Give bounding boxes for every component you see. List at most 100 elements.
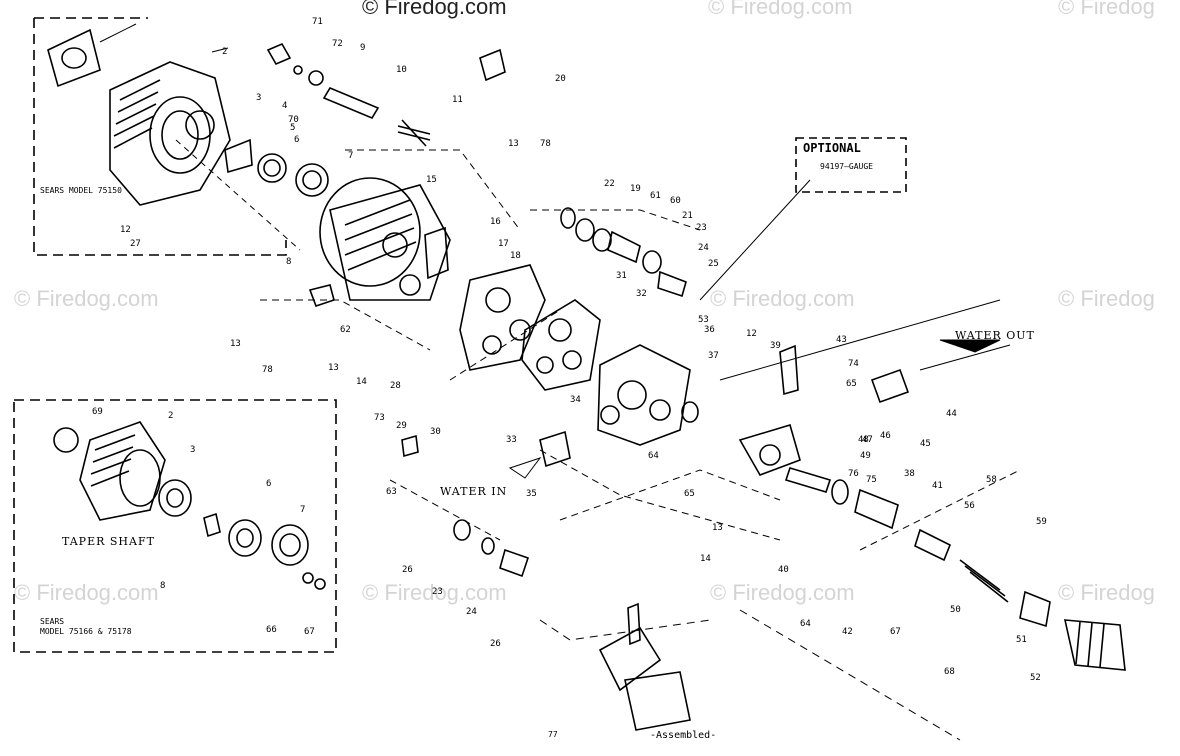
part-number-label: 65 bbox=[684, 489, 695, 499]
sears-model-bottom-label-1: SEARS bbox=[40, 617, 65, 626]
part-number-label: 46 bbox=[880, 431, 891, 441]
watermark: © Firedog.com bbox=[362, 0, 507, 19]
part-number-label: 78 bbox=[540, 139, 551, 149]
part-number-label: 12 bbox=[746, 329, 757, 339]
part-number-label: 37 bbox=[708, 351, 719, 361]
part-number-label: 67 bbox=[304, 627, 315, 637]
part-number-label: 43 bbox=[836, 335, 847, 345]
leader-lines bbox=[99, 23, 1021, 741]
pump-body bbox=[539, 344, 801, 476]
part-number-label: 28 bbox=[390, 381, 401, 391]
part-number-label: 29 bbox=[396, 421, 407, 431]
part-number-label: 63 bbox=[386, 487, 397, 497]
water-out-label: WATER OUT bbox=[955, 329, 1035, 342]
part-number-label: 13 bbox=[328, 363, 339, 373]
sears-model-top-label: SEARS MODEL 75150 bbox=[40, 186, 122, 195]
part-number-label: 7 bbox=[300, 505, 306, 515]
part-number-label: 64 bbox=[648, 451, 659, 461]
part-number-label: 17 bbox=[498, 239, 509, 249]
valve-stack bbox=[560, 207, 687, 298]
optional-gauge-box bbox=[795, 137, 907, 193]
part-number-label: 22 bbox=[604, 179, 615, 189]
part-number-label: 38 bbox=[904, 469, 915, 479]
part-number-label: 67 bbox=[890, 627, 901, 637]
part-number-label: 58 bbox=[986, 475, 997, 485]
part-number-label: 8 bbox=[160, 581, 166, 591]
part-number-label: 32 bbox=[636, 289, 647, 299]
watermark: © Firedog.com bbox=[362, 580, 507, 605]
part-number-label: 40 bbox=[778, 565, 789, 575]
part-number-label: 20 bbox=[555, 74, 566, 84]
part-number-label: 50 bbox=[950, 605, 961, 615]
part-number-label: 14 bbox=[700, 554, 711, 564]
part-number-label: 47 bbox=[862, 435, 873, 445]
part-number-label: 73 bbox=[374, 413, 385, 423]
model-75150-box bbox=[33, 17, 287, 256]
assembled-label: -Assembled- bbox=[650, 730, 717, 741]
sears-model-bottom-label-2: MODEL 75166 & 75178 bbox=[40, 627, 132, 636]
part-number-label: 33 bbox=[506, 435, 517, 445]
part-number-label: 3 bbox=[190, 445, 196, 455]
part-number-label: 2 bbox=[222, 47, 228, 57]
part-number-label: 24 bbox=[466, 607, 477, 617]
taper-shaft-label: TAPER SHAFT bbox=[62, 535, 155, 548]
water-in-label: WATER IN bbox=[440, 485, 508, 498]
part-number-label: 21 bbox=[682, 211, 693, 221]
part-number-label: 39 bbox=[770, 341, 781, 351]
part-number-label: 52 bbox=[1030, 673, 1041, 683]
part-number-label: 8 bbox=[286, 257, 292, 267]
part-number-label: 78 bbox=[262, 365, 273, 375]
part-number-label: 23 bbox=[432, 587, 443, 597]
watermark: © Firedog.com bbox=[14, 580, 159, 605]
part-number-label: 75 bbox=[866, 475, 877, 485]
part-number-label: 60 bbox=[670, 196, 681, 206]
part-number-label: 5 bbox=[290, 123, 296, 133]
watermark: © Firedog bbox=[1058, 286, 1155, 311]
valve-plate bbox=[459, 264, 601, 391]
part-number-label: 26 bbox=[402, 565, 413, 575]
part-number-label: 72 bbox=[332, 39, 343, 49]
part-number-label: 64 bbox=[800, 619, 811, 629]
part-number-label: 3 bbox=[256, 93, 262, 103]
motor-housing-top bbox=[47, 28, 329, 206]
part-number-label: 56 bbox=[964, 501, 975, 511]
taper-shaft-box bbox=[13, 399, 337, 653]
part-number-label: 69 bbox=[92, 407, 103, 417]
outlet-fittings bbox=[779, 344, 1126, 671]
part-number-label: 36 bbox=[704, 325, 715, 335]
optional-label: OPTIONAL bbox=[803, 141, 861, 155]
part-number-label: 14 bbox=[356, 377, 367, 387]
part-number-label: 6 bbox=[266, 479, 272, 489]
watermark: © Firedog.com bbox=[710, 580, 855, 605]
watermark: © Firedog bbox=[1058, 0, 1155, 19]
page-mark: 77 bbox=[548, 730, 558, 739]
part-number-label: 25 bbox=[708, 259, 719, 269]
part-number-label: 10 bbox=[396, 65, 407, 75]
part-number-label: 42 bbox=[842, 627, 853, 637]
part-number-label: 41 bbox=[932, 481, 943, 491]
part-number-label: 13 bbox=[230, 339, 241, 349]
part-number-label: 53 bbox=[698, 315, 709, 325]
part-number-label: 74 bbox=[848, 359, 859, 369]
motor-housing-bottom bbox=[53, 421, 326, 590]
watermark: © Firedog.com bbox=[14, 286, 159, 311]
part-number-label: 11 bbox=[452, 95, 463, 105]
lower-valve-parts bbox=[401, 434, 691, 731]
part-number-label: 7 bbox=[348, 151, 354, 161]
part-number-label: 4 bbox=[282, 101, 288, 111]
pump-manifold bbox=[308, 177, 451, 308]
part-number-label: 13 bbox=[712, 523, 723, 533]
part-number-label: 16 bbox=[490, 217, 501, 227]
part-number-label: 2 bbox=[168, 411, 174, 421]
piston-parts-top bbox=[266, 42, 506, 147]
part-number-label: 71 bbox=[312, 17, 323, 27]
watermark: © Firedog bbox=[1058, 580, 1155, 605]
part-number-label: 26 bbox=[490, 639, 501, 649]
part-number-label: 30 bbox=[430, 427, 441, 437]
part-number-label: 65 bbox=[846, 379, 857, 389]
part-number-label: 19 bbox=[630, 184, 641, 194]
part-number-label: 12 bbox=[120, 225, 131, 235]
gauge-label: 94197—GAUGE bbox=[820, 162, 873, 171]
